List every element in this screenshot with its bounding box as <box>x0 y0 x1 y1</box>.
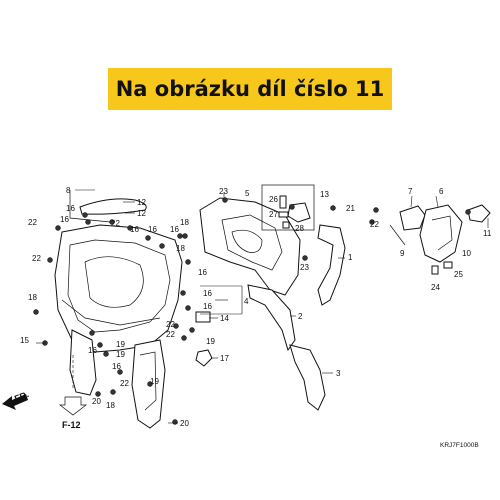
callout-10[interactable]: 10 <box>462 249 471 258</box>
callout-16-f[interactable]: 16 <box>198 268 207 277</box>
callout-1[interactable]: 1 <box>348 253 353 262</box>
callout-5[interactable]: 5 <box>245 189 250 198</box>
callout-3[interactable]: 3 <box>336 369 341 378</box>
grommet-25-part[interactable] <box>443 261 453 269</box>
callout-13[interactable]: 13 <box>320 190 329 199</box>
callout-26[interactable]: 26 <box>269 195 278 204</box>
callout-14[interactable]: 14 <box>220 314 229 323</box>
side-strip-part[interactable] <box>247 284 296 352</box>
group-box-13 <box>261 184 315 231</box>
callout-27[interactable]: 27 <box>269 210 278 219</box>
leader-lines <box>36 189 489 424</box>
direction-label: FR. <box>13 389 30 404</box>
callout-17[interactable]: 17 <box>220 354 229 363</box>
callout-19-a[interactable]: 19 <box>116 340 125 349</box>
collar-17-part[interactable] <box>195 349 213 367</box>
callout-16-h[interactable]: 16 <box>203 302 212 311</box>
callout-6[interactable]: 6 <box>439 187 444 196</box>
front-direction-icon <box>2 394 28 410</box>
callout-22-c[interactable]: 22 <box>111 219 120 228</box>
callout-18-d[interactable]: 18 <box>106 401 115 410</box>
callout-15[interactable]: 15 <box>20 336 29 345</box>
callout-16-e[interactable]: 16 <box>170 225 179 234</box>
hinge-plate-part[interactable] <box>419 204 463 263</box>
fasteners <box>33 197 471 425</box>
callout-4[interactable]: 4 <box>244 297 249 306</box>
reference-arrow-f12 <box>58 355 88 416</box>
callout-16-a[interactable]: 16 <box>66 204 75 213</box>
callout-19-c[interactable]: 19 <box>206 337 215 346</box>
callout-7[interactable]: 7 <box>408 187 413 196</box>
callout-labels: 1 2 3 4 5 6 7 8 9 10 11 12 12 13 14 15 1… <box>20 186 492 428</box>
inner-cover-part[interactable] <box>54 224 183 429</box>
callout-12-upper[interactable]: 12 <box>137 198 146 207</box>
callout-18-c[interactable]: 18 <box>28 293 37 302</box>
callout-16-j[interactable]: 16 <box>112 362 121 371</box>
callout-18-a[interactable]: 18 <box>180 218 189 227</box>
callout-22-a[interactable]: 22 <box>28 218 37 227</box>
callout-22-b[interactable]: 22 <box>32 254 41 263</box>
diagram-code: KRJ7F1000B <box>440 442 479 449</box>
group-bracket-8 <box>69 190 111 223</box>
callout-28[interactable]: 28 <box>295 224 304 233</box>
callout-18-b[interactable]: 18 <box>176 244 185 253</box>
callout-16-c[interactable]: 16 <box>130 225 139 234</box>
callout-2[interactable]: 2 <box>298 312 303 321</box>
callout-25[interactable]: 25 <box>454 270 463 279</box>
callout-11[interactable]: 11 <box>483 229 492 238</box>
grommet-24-part[interactable] <box>431 265 439 275</box>
part-number-banner: Na obrázku díl číslo 11 <box>108 68 392 110</box>
callout-23-a[interactable]: 23 <box>219 187 228 196</box>
callout-20-a[interactable]: 20 <box>92 397 101 406</box>
callout-9[interactable]: 9 <box>400 249 405 258</box>
callout-20-b[interactable]: 20 <box>180 419 189 428</box>
callout-19-b[interactable]: 19 <box>116 350 125 359</box>
reference-label: F-12 <box>62 420 81 430</box>
lower-trim-part[interactable] <box>289 344 326 411</box>
callout-19-d[interactable]: 19 <box>150 377 159 386</box>
callout-16-d[interactable]: 16 <box>148 225 157 234</box>
hinge-clip-part[interactable] <box>467 204 491 223</box>
clip-14-part[interactable] <box>195 311 211 323</box>
callout-8[interactable]: 8 <box>66 186 71 195</box>
callout-16-g[interactable]: 16 <box>203 289 212 298</box>
pocket-lid-part[interactable] <box>79 198 147 215</box>
callout-21[interactable]: 21 <box>346 204 355 213</box>
callout-16-b[interactable]: 16 <box>60 215 69 224</box>
rod-9-part[interactable] <box>389 224 406 246</box>
callout-22-d[interactable]: 22 <box>166 320 175 329</box>
callout-24[interactable]: 24 <box>431 283 440 292</box>
seal-strip-part[interactable] <box>317 224 346 306</box>
callout-23-b[interactable]: 23 <box>300 263 309 272</box>
center-panel-part[interactable] <box>199 197 301 296</box>
callout-22-e[interactable]: 22 <box>166 330 175 339</box>
callout-12-lower[interactable]: 12 <box>137 209 146 218</box>
callout-22-f[interactable]: 22 <box>120 379 129 388</box>
callout-16-i[interactable]: 16 <box>88 346 97 355</box>
lock-bracket-part[interactable] <box>399 205 426 231</box>
callout-22-g[interactable]: 22 <box>370 220 379 229</box>
